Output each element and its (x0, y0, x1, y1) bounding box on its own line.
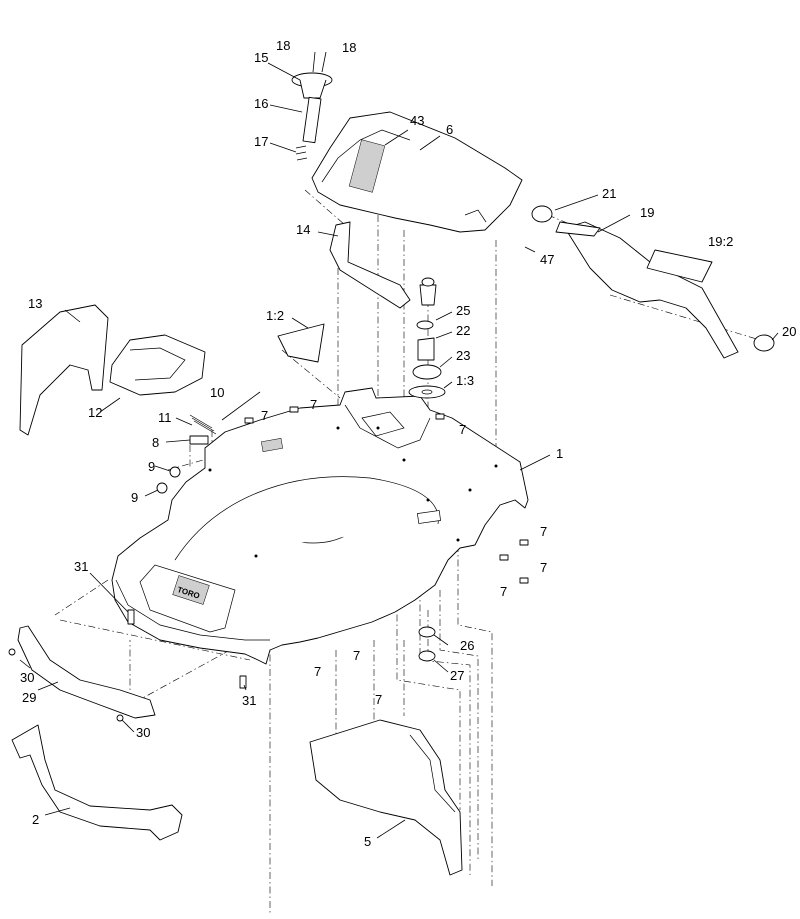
label-6: 6 (446, 122, 453, 137)
label-18b: 18 (342, 40, 356, 55)
label-26: 26 (460, 638, 474, 653)
label-7g: 7 (353, 648, 360, 663)
discharge-chute (309, 719, 463, 876)
label-8: 8 (152, 435, 159, 450)
label-31b: 31 (242, 693, 256, 708)
label-19-2: 19:2 (708, 234, 733, 249)
label-7e: 7 (540, 560, 547, 575)
label-22: 22 (456, 323, 470, 338)
label-13: 13 (28, 296, 42, 311)
height-adjust-assembly (291, 51, 411, 309)
label-7a: 7 (261, 408, 268, 423)
front-skid (11, 724, 183, 841)
label-30a: 30 (20, 670, 34, 685)
label-1-3: 1:3 (456, 373, 474, 388)
label-5: 5 (364, 834, 371, 849)
label-25: 25 (456, 303, 470, 318)
label-18a: 18 (276, 38, 290, 53)
label-19: 19 (640, 205, 654, 220)
washers (418, 626, 436, 662)
label-16: 16 (254, 96, 268, 111)
label-7f: 7 (500, 584, 507, 599)
decal-1-2 (277, 323, 325, 363)
label-7i: 7 (375, 692, 382, 707)
leader-lines (19, 62, 779, 839)
label-23: 23 (456, 348, 470, 363)
label-20: 20 (782, 324, 796, 339)
label-17: 17 (254, 134, 268, 149)
label-47: 47 (540, 252, 554, 267)
rear-bracket (531, 205, 775, 359)
label-21: 21 (602, 186, 616, 201)
label-43: 43 (410, 113, 424, 128)
label-7b: 7 (310, 397, 317, 412)
callout-labels: 1 2 5 6 7 7 7 7 7 7 7 7 7 7 8 9 9 10 11 … (20, 38, 796, 849)
label-31a: 31 (74, 559, 88, 574)
label-14: 14 (296, 222, 310, 237)
label-7h: 7 (314, 664, 321, 679)
label-15: 15 (254, 50, 268, 65)
label-7d: 7 (540, 524, 547, 539)
label-29: 29 (22, 690, 36, 705)
label-9a: 9 (148, 459, 155, 474)
label-27: 27 (450, 668, 464, 683)
label-30b: 30 (136, 725, 150, 740)
rear-shield (19, 304, 206, 436)
label-1: 1 (556, 446, 563, 461)
spindle-stack (408, 277, 446, 399)
label-10: 10 (210, 385, 224, 400)
label-11: 11 (158, 410, 172, 425)
top-cover (311, 111, 523, 233)
label-2: 2 (32, 812, 39, 827)
label-7c: 7 (459, 422, 466, 437)
front-baffle (8, 609, 247, 722)
label-9b: 9 (131, 490, 138, 505)
mower-deck: TORO (111, 387, 529, 665)
label-12: 12 (88, 405, 102, 420)
label-1-2: 1:2 (266, 308, 284, 323)
